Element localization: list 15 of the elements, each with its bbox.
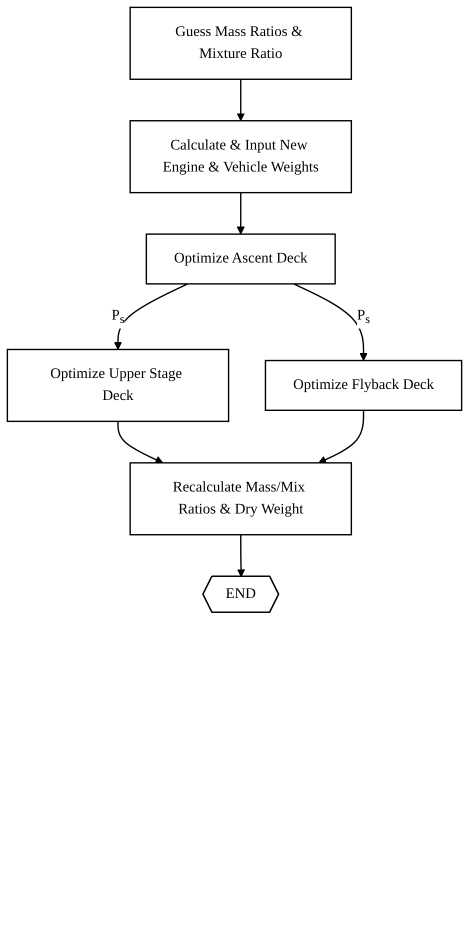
node-box: Calculate & Input New Engine & Vehicle Weights (129, 120, 352, 194)
edge-label: P$_{s}$ (357, 307, 370, 326)
arrow (114, 283, 188, 350)
node-box: Guess Mass Ratios & Mixture Ratio (129, 6, 352, 80)
arrow (117, 421, 164, 464)
arrow (236, 192, 245, 234)
node-box: Optimize Ascent Deck (146, 233, 336, 285)
node-box: Optimize Upper Stage Deck (6, 348, 230, 422)
arrow (318, 410, 364, 464)
arrow (237, 534, 246, 578)
node-box: Recalculate Mass/Mix Ratios & Dry Weight (129, 462, 352, 536)
arrow (293, 283, 368, 361)
arrow (236, 79, 245, 122)
node-box: Optimize Flyback Deck (264, 360, 462, 411)
edge-label: P$_{s}$ (111, 307, 124, 326)
